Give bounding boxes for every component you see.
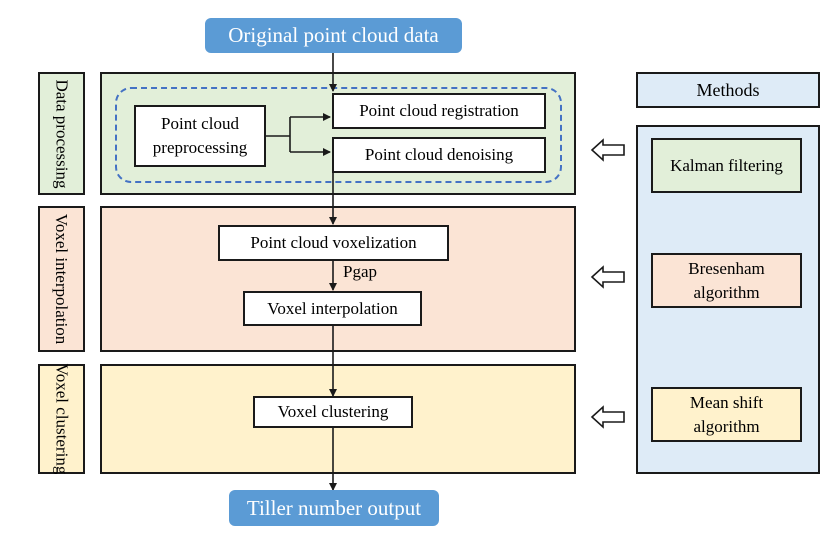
methods-title: Methods [636, 72, 820, 108]
data-processing-label: Data processing [38, 72, 85, 195]
preprocessing-node: Point cloud preprocessing [134, 105, 266, 167]
method-arrow-1 [590, 138, 625, 162]
voxelization-node: Point cloud voxelization [218, 225, 449, 261]
voxel-interpolation-node: Voxel interpolation [243, 291, 422, 326]
registration-node: Point cloud registration [332, 93, 546, 129]
voxel-clustering-node: Voxel clustering [253, 396, 413, 428]
data-processing-group [115, 87, 562, 183]
end-node: Tiller number output [229, 490, 439, 526]
method-bresenham-algorithm: Bresenham algorithm [651, 253, 802, 308]
method-arrow-2 [590, 265, 625, 289]
voxel-clustering-label: Voxel clustering [38, 364, 85, 474]
denoising-node: Point cloud denoising [332, 137, 546, 173]
method-mean-shift-algorithm: Mean shift algorithm [651, 387, 802, 442]
method-kalman-filtering: Kalman filtering [651, 138, 802, 193]
pgap-label: Pgap [343, 262, 377, 281]
voxel-interpolation-label: Voxel interpolation [38, 206, 85, 352]
method-arrow-3 [590, 405, 625, 429]
start-node: Original point cloud data [205, 18, 462, 53]
